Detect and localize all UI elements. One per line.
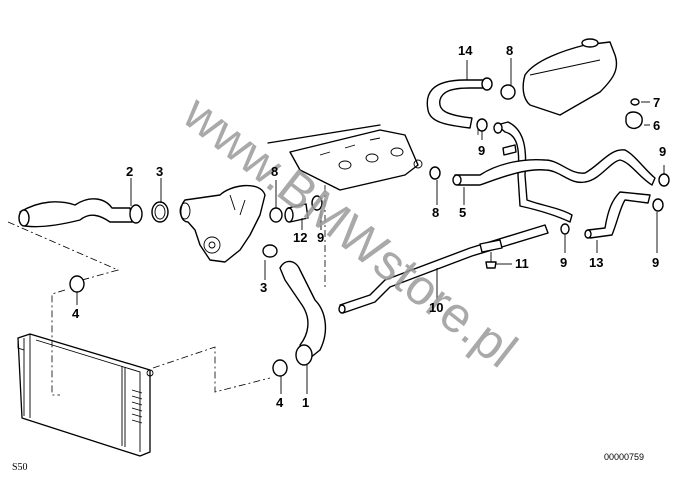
callout-6[interactable]: 6	[653, 118, 660, 133]
hose-clamp-9-right-top[interactable]	[658, 173, 670, 187]
cylinder-head[interactable]	[267, 124, 423, 191]
water-pump[interactable]	[179, 184, 266, 263]
hose-5[interactable]	[452, 149, 656, 186]
callout-9-right-bottom[interactable]: 9	[652, 255, 659, 270]
callout-8[interactable]: 8	[271, 164, 278, 179]
hose-clamp-8-tank[interactable]	[500, 84, 516, 100]
callout-14[interactable]: 14	[458, 43, 473, 58]
callout-9-mid[interactable]: 9	[560, 255, 567, 270]
diagram-number: 00000759	[604, 452, 645, 462]
callout-7[interactable]: 7	[653, 95, 660, 110]
callout-8-head[interactable]: 8	[432, 205, 439, 220]
callout-9-right-top[interactable]: 9	[659, 144, 666, 159]
callout-2[interactable]: 2	[126, 164, 133, 179]
hose-13[interactable]	[584, 191, 651, 239]
hose-2[interactable]	[18, 198, 143, 228]
hose-clamp-9-upper[interactable]	[476, 118, 488, 132]
bleed-screw-7[interactable]	[630, 98, 640, 106]
callout-10[interactable]: 10	[429, 300, 443, 315]
pipe-10[interactable]	[338, 224, 549, 314]
callout-9[interactable]: 9	[317, 230, 324, 245]
hose-clamp-4-lower[interactable]	[272, 359, 288, 377]
hose-clamp-9-pump[interactable]	[311, 195, 323, 211]
callout-9-upper[interactable]: 9	[478, 143, 485, 158]
callout-3-lower[interactable]: 3	[260, 280, 267, 295]
hose-1[interactable]	[279, 260, 327, 366]
callout-4-lower[interactable]: 4	[276, 395, 284, 410]
hose-14[interactable]	[426, 77, 493, 129]
callout-lines	[76, 58, 665, 394]
hose-clamp-8-head[interactable]	[429, 166, 441, 180]
connector-pipe-12[interactable]	[284, 203, 309, 223]
radiator[interactable]	[17, 333, 154, 457]
model-code: S50	[12, 462, 28, 473]
callout-8-tank[interactable]: 8	[506, 43, 513, 58]
cap-6[interactable]	[625, 111, 643, 129]
hose-clamp-4-upper[interactable]	[69, 275, 85, 293]
callout-5[interactable]: 5	[459, 205, 466, 220]
leader-lines	[7, 128, 479, 396]
callout-11[interactable]: 11	[515, 256, 529, 271]
bracket[interactable]	[502, 144, 517, 156]
hose-clamp-3-lower[interactable]	[262, 244, 278, 258]
bolt-11[interactable]	[485, 252, 497, 269]
hose-clamp-9-right-bottom[interactable]	[652, 198, 664, 212]
callout-4[interactable]: 4	[72, 306, 80, 321]
callout-13[interactable]: 13	[589, 255, 603, 270]
callout-3[interactable]: 3	[156, 164, 163, 179]
expansion-tank[interactable]	[522, 38, 618, 116]
hose-clamp-9-mid[interactable]	[560, 223, 570, 235]
callout-1[interactable]: 1	[302, 395, 309, 410]
hose-clamp-3[interactable]	[151, 201, 169, 223]
vertical-pipe[interactable]	[493, 121, 573, 223]
callout-12[interactable]: 12	[293, 230, 307, 245]
